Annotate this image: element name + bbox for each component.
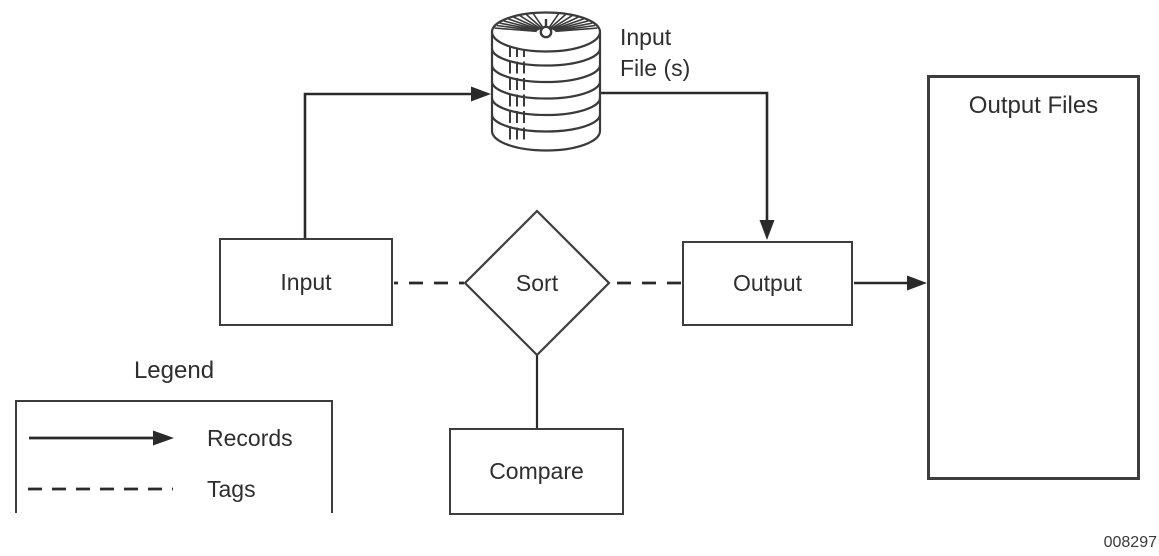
compare-node: Compare (449, 428, 624, 515)
input-file-label-line1: Input (620, 24, 672, 50)
input-node: Input (219, 238, 393, 326)
sort-node-label: Sort (515, 270, 559, 296)
legend-arrowhead (153, 430, 174, 446)
input-node-label: Input (280, 268, 332, 295)
legend-title: Legend (133, 357, 215, 384)
input-file-label: Input File (s) (620, 22, 690, 84)
arrowhead-into-input-file (471, 86, 491, 102)
legend-records-label: Records (207, 425, 293, 451)
disk-stack-icon (490, 11, 602, 152)
output-node: Output (682, 241, 853, 326)
figure-number: 008297 (1103, 534, 1157, 551)
legend-tags-label: Tags (207, 476, 256, 502)
output-files-container: Output Files (927, 75, 1140, 480)
connector-input-to-input-file (303, 92, 473, 238)
input-file-label-line2: File (s) (620, 55, 691, 81)
legend-box (15, 400, 333, 513)
sort-diamond-shape (463, 209, 611, 357)
arrowhead-into-output (759, 220, 775, 240)
output-node-label: Output (732, 270, 803, 296)
compare-node-label: Compare (489, 458, 584, 484)
arrowhead-into-output-files (907, 275, 927, 291)
connector-input-file-to-output (601, 91, 769, 222)
output-files-title: Output Files (968, 92, 1099, 119)
